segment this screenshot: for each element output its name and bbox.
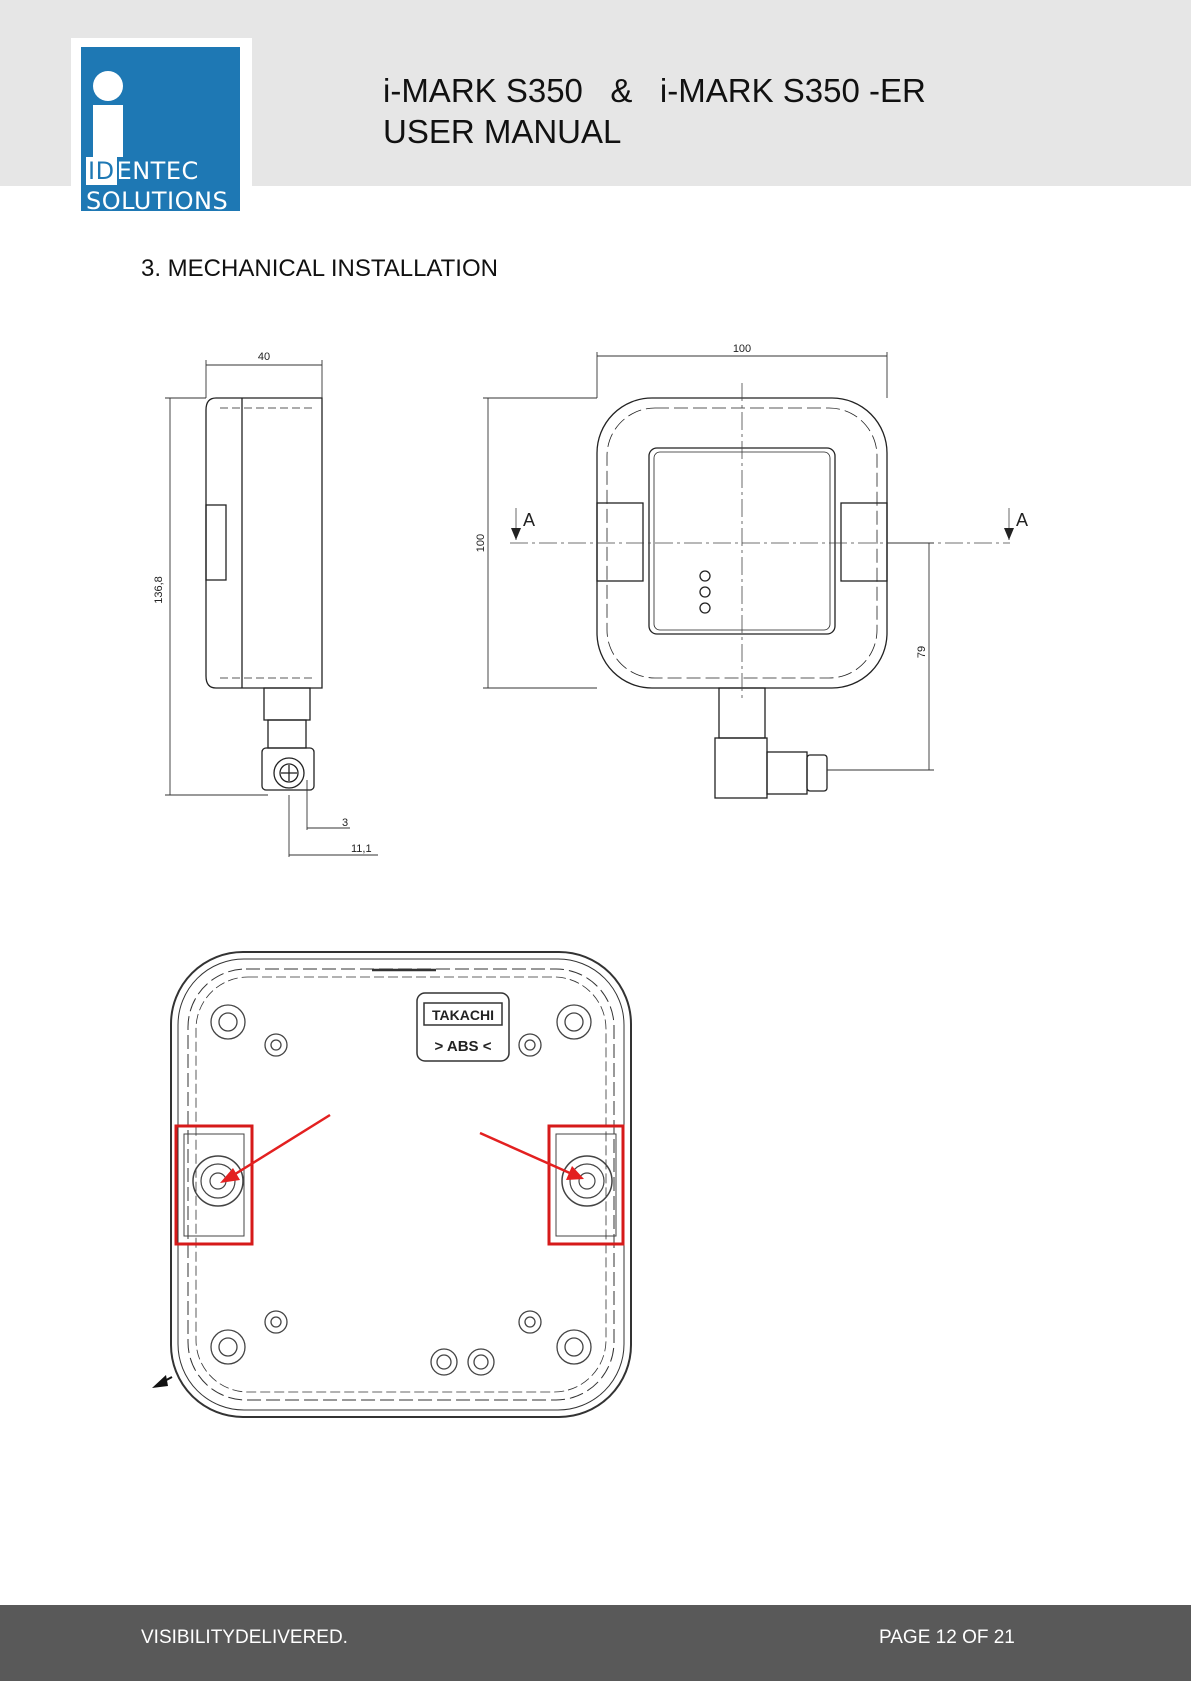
dim-side-height: 136,8 [153, 576, 165, 604]
footer-tagline: VISIBILITYDELIVERED. [141, 1627, 348, 1649]
mounting-arrows [220, 1115, 584, 1183]
page-footer: VISIBILITYDELIVERED. PAGE 12 OF 21 [0, 1605, 1191, 1681]
mounting-slot-right [549, 1126, 623, 1244]
dim-side-offset-small: 3 [342, 817, 348, 829]
page-number: PAGE 12 OF 21 [879, 1627, 1015, 1649]
section-arrows [511, 528, 1014, 540]
back-label-material: > ABS < [435, 1038, 492, 1055]
side-view-drawing [206, 398, 322, 790]
dim-front-width: 100 [733, 343, 751, 355]
side-view-dimensions [165, 360, 378, 857]
front-view-dimensions [483, 352, 934, 770]
section-mark-right: A [1016, 510, 1028, 530]
dim-front-height: 100 [475, 534, 487, 552]
dim-side-offset-large: 11,1 [351, 843, 372, 855]
dim-side-width: 40 [258, 351, 270, 363]
orientation-arrow [152, 1375, 172, 1388]
front-view-centerlines [510, 383, 1010, 700]
section-mark-left: A [523, 510, 535, 530]
dim-front-connector-height: 79 [916, 646, 928, 658]
back-label-brand: TAKACHI [432, 1007, 494, 1023]
back-view-holes [211, 1005, 591, 1375]
mounting-slot-left [176, 1126, 252, 1244]
